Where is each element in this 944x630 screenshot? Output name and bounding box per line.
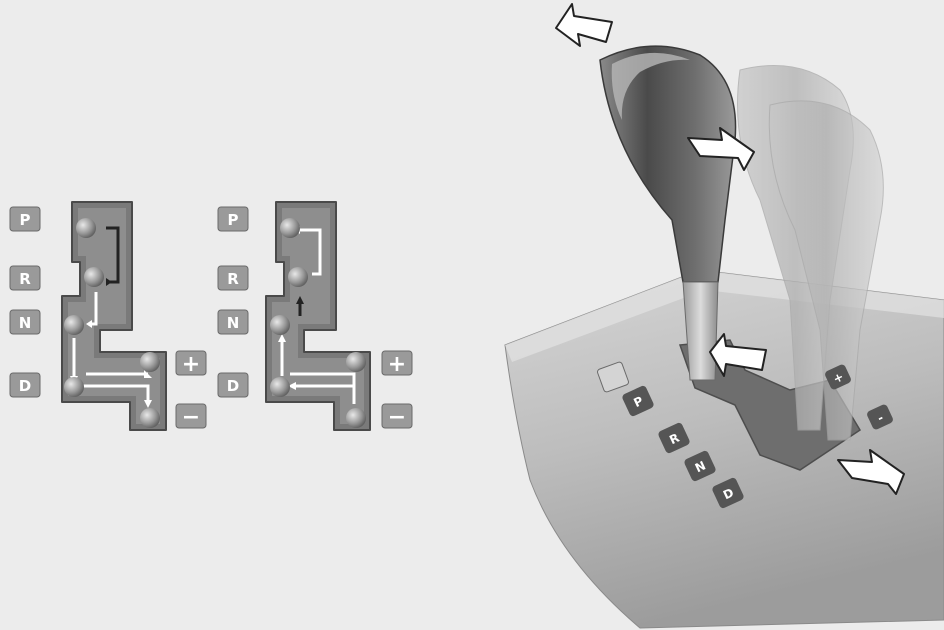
right-label-p: P [218,207,248,231]
left-gate-ball-n [64,315,84,335]
right-label-r-text: R [227,270,239,288]
left-label-n-text: N [19,314,32,332]
left-gate-ball-plus [140,352,160,372]
left-gate-ball-d [64,377,84,397]
right-label-p-text: P [228,211,239,229]
right-gate-ball-n [270,315,290,335]
arrow-up-left-icon [556,4,612,46]
right-gate-ball-plus [346,352,366,372]
right-minus-label: − [382,404,412,430]
right-plus-text: + [388,352,406,377]
right-gate-ball-r [288,267,308,287]
right-gate-ball-d [270,377,290,397]
left-gate-ball-r [84,267,104,287]
left-plus-text: + [182,352,200,377]
left-label-p: P [10,207,40,231]
left-label-d: D [10,373,40,397]
left-plus-label: + [176,351,206,377]
right-label-r: R [218,266,248,290]
left-label-d-text: D [19,377,31,395]
left-label-r: R [10,266,40,290]
left-minus-text: − [182,405,200,430]
left-label-p-text: P [20,211,31,229]
left-shift-diagram: P R N D [10,202,206,430]
left-label-n: N [10,310,40,334]
right-shift-diagram: P R N D [218,202,412,430]
right-label-n: N [218,310,248,334]
right-label-d: D [218,373,248,397]
left-label-r-text: R [19,270,31,288]
right-label-n-text: N [227,314,240,332]
right-plus-label: + [382,351,412,377]
right-minus-text: − [388,405,406,430]
left-gate-ball-p [76,218,96,238]
right-label-d-text: D [227,377,239,395]
left-minus-label: − [176,404,206,430]
right-gate-ball-p [280,218,300,238]
shift-lever-3d: P R N D + - [505,4,944,628]
right-gate-ball-minus [346,408,366,428]
left-gate-ball-minus [140,408,160,428]
